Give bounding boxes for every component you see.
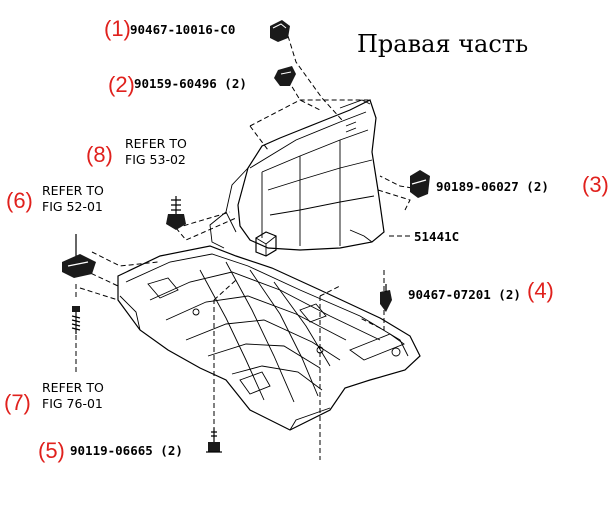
callout-2: (2) 90159-60496 (2) — [108, 72, 247, 97]
callout-number-7: (7) — [4, 390, 31, 415]
part-code-5: 90119-06665 (2) — [70, 443, 183, 458]
clip-90467-10016-part — [270, 20, 290, 42]
callout-number-8: (8) — [86, 142, 113, 167]
callout-number-3: (3) — [582, 172, 608, 197]
pin-clip-fig-53-part — [166, 196, 186, 230]
callout-number-6: (6) — [6, 188, 33, 213]
diagram-title: Правая часть — [357, 30, 528, 58]
clip-90467-07201-part — [380, 284, 392, 312]
part-code-4: 90467-07201 (2) — [408, 287, 521, 302]
callout-number-2: (2) — [108, 72, 135, 97]
callout-number-1: (1) — [104, 16, 131, 41]
main-part-code: 51441C — [414, 229, 459, 244]
nut-90189-06027-part — [410, 170, 430, 198]
callout-4: 90467-07201 (2) (4) — [408, 278, 554, 303]
fig-ref-8: FIG 53-02 — [125, 152, 186, 167]
callout-7: (7) REFER TO FIG 76-01 — [4, 380, 104, 415]
screw-fig-76-part — [71, 306, 81, 334]
refer-to-label-6: REFER TO — [42, 183, 104, 198]
callout-number-4: (4) — [527, 278, 554, 303]
part-code-2: 90159-60496 (2) — [134, 76, 247, 91]
grommet-90159-60496-part — [274, 66, 296, 86]
refer-to-label-7: REFER TO — [42, 380, 104, 395]
bracket-clip-fig-52-part — [62, 234, 96, 278]
callout-3: 90189-06027 (2) (3) — [436, 172, 608, 197]
callout-8: (8) REFER TO FIG 53-02 — [86, 136, 187, 167]
callout-5: (5) 90119-06665 (2) — [38, 438, 183, 463]
fig-ref-6: FIG 52-01 — [42, 199, 103, 214]
engine-under-cover — [117, 245, 421, 431]
callout-number-5: (5) — [38, 438, 65, 463]
fig-ref-7: FIG 76-01 — [42, 396, 103, 411]
callout-6: (6) REFER TO FIG 52-01 — [6, 183, 104, 214]
leader-lines — [75, 35, 413, 460]
refer-to-label-8: REFER TO — [125, 136, 187, 151]
callout-1: (1) 90467-10016-C0 — [104, 16, 235, 41]
splash-shield-51441c — [209, 99, 385, 257]
part-code-3: 90189-06027 (2) — [436, 179, 549, 194]
part-code-1: 90467-10016-C0 — [130, 22, 235, 37]
bolt-90119-06665-part — [206, 428, 222, 453]
